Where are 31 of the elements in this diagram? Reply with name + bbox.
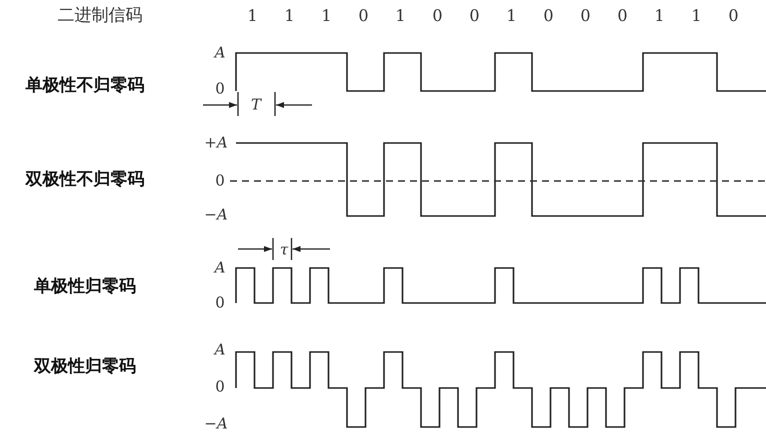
level-label: −A bbox=[204, 208, 228, 222]
level-label: 0 bbox=[215, 380, 225, 394]
row-label: 双极性不归零码 bbox=[26, 172, 144, 188]
level-label: 0 bbox=[215, 174, 225, 188]
bit-value: 0 bbox=[358, 8, 369, 24]
dimension-label: τ bbox=[280, 242, 288, 258]
bit-value: 1 bbox=[321, 8, 332, 24]
row-label: 单极性不归零码 bbox=[26, 78, 144, 94]
bit-value: 0 bbox=[580, 8, 591, 24]
dimension-label: T bbox=[251, 98, 261, 112]
bit-value: 1 bbox=[247, 8, 258, 24]
bit-value: 0 bbox=[543, 8, 554, 24]
bit-value: 1 bbox=[284, 8, 295, 24]
bit-value: 1 bbox=[654, 8, 665, 24]
bit-value: 0 bbox=[432, 8, 443, 24]
level-label: A bbox=[214, 46, 226, 60]
row-label: 单极性归零码 bbox=[34, 278, 136, 296]
bit-value: 0 bbox=[728, 8, 739, 24]
bit-value: 1 bbox=[506, 8, 517, 24]
level-label: 0 bbox=[215, 82, 225, 96]
header-label: 二进制信码 bbox=[58, 8, 142, 24]
level-label: A bbox=[214, 342, 226, 358]
level-label: 0 bbox=[215, 296, 225, 310]
bit-value: 1 bbox=[691, 8, 702, 24]
level-label: +A bbox=[204, 136, 228, 150]
level-label: −A bbox=[204, 416, 228, 432]
bit-value: 1 bbox=[395, 8, 406, 24]
row-label: 双极性归零码 bbox=[34, 358, 136, 376]
bit-value: 0 bbox=[617, 8, 628, 24]
bit-value: 0 bbox=[469, 8, 480, 24]
level-label: A bbox=[214, 260, 226, 276]
